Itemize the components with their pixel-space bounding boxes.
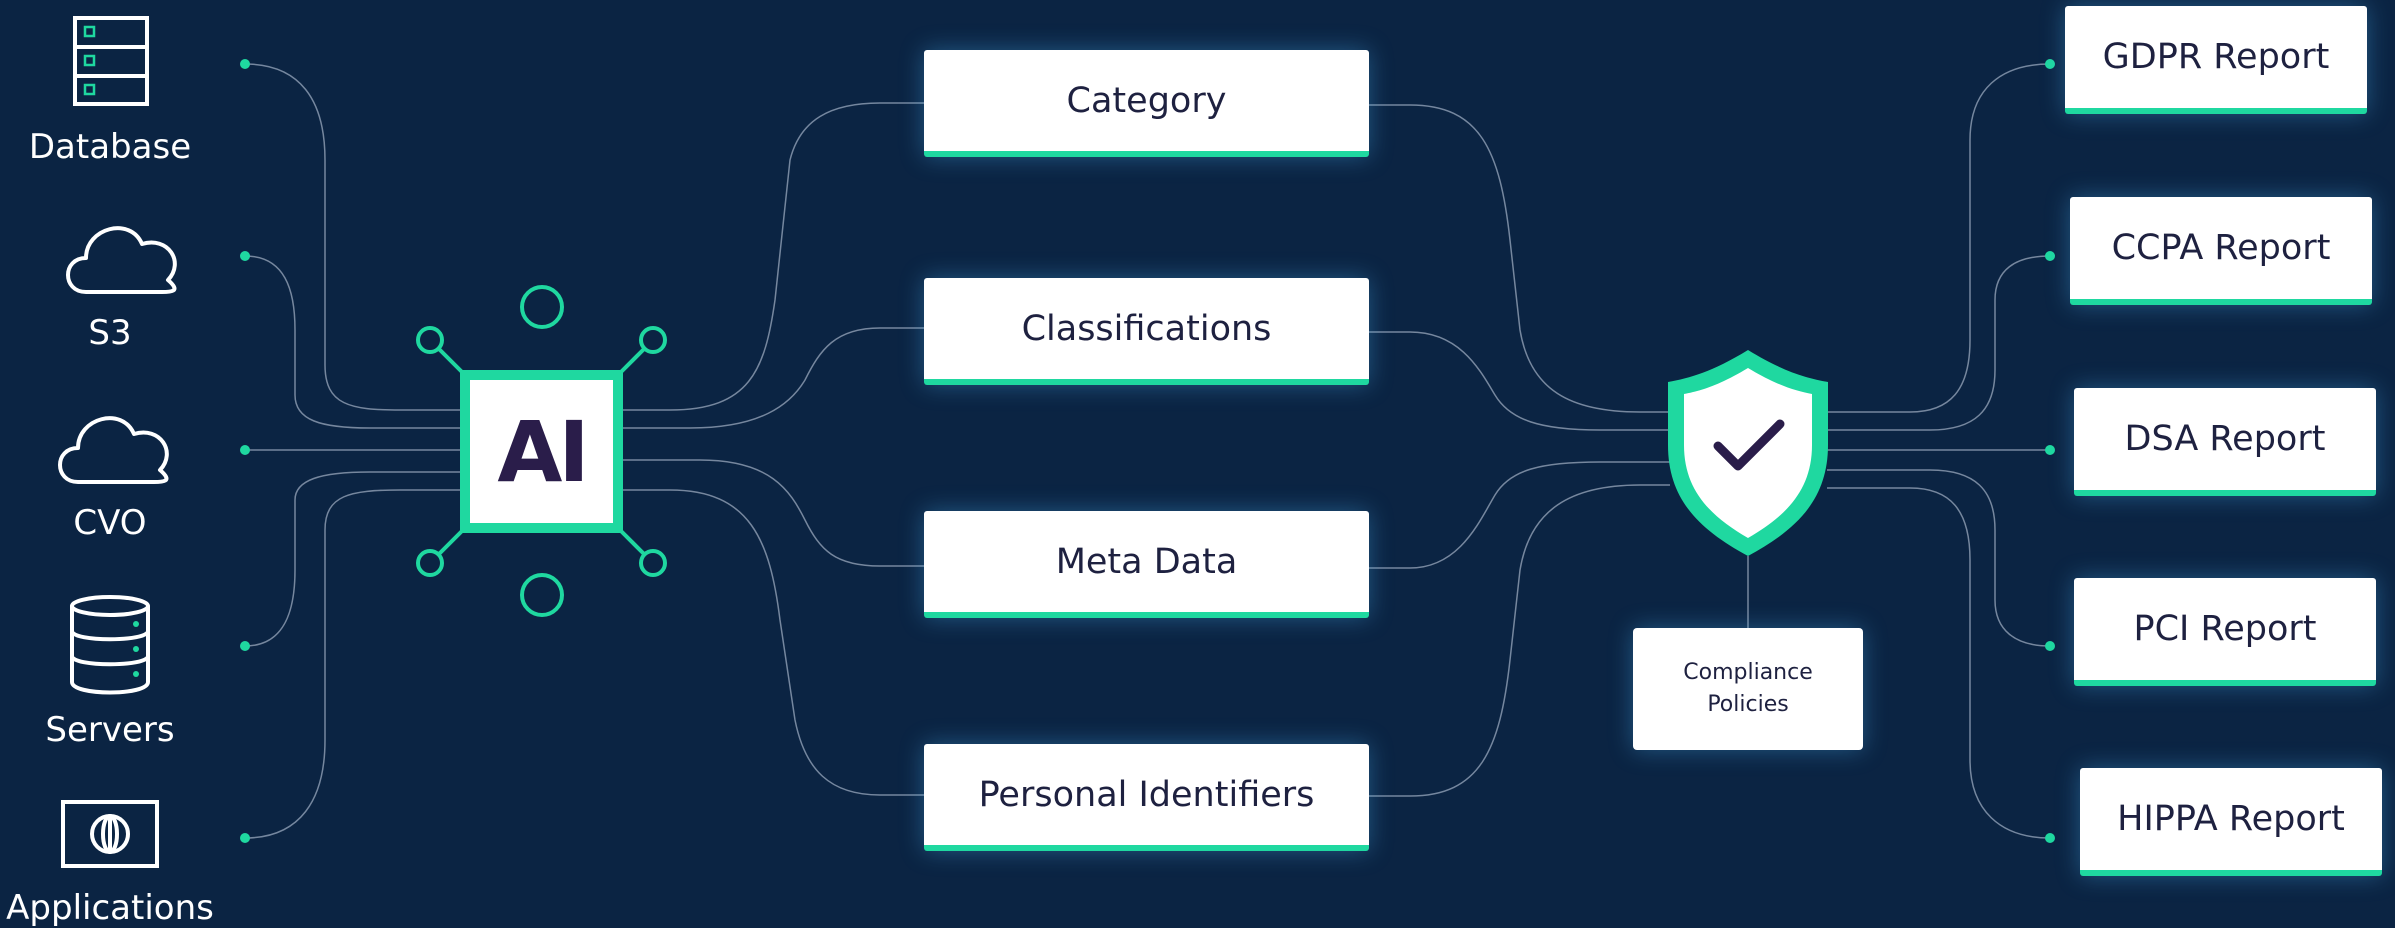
compliance-label-line1: Compliance: [1683, 660, 1813, 685]
output-card-meta-data: Meta Data: [924, 511, 1369, 618]
report-card-dsa: DSA Report: [2074, 388, 2376, 496]
application-icon: [61, 800, 159, 868]
connector-dots: [240, 59, 2055, 843]
source-label-servers: Servers: [45, 710, 175, 750]
output-card-personal-identifiers: Personal Identifiers: [924, 744, 1369, 851]
compliance-label-line2: Policies: [1707, 692, 1789, 717]
report-card-gdpr: GDPR Report: [2065, 6, 2367, 114]
ai-connectors: [623, 102, 924, 796]
cloud-icon: [66, 226, 177, 294]
source-connectors: [244, 63, 460, 839]
source-label-database: Database: [28, 127, 192, 167]
cloud-icon: [58, 416, 169, 484]
output-card-classifications: Classifications: [924, 278, 1369, 385]
output-card-category: Category: [924, 50, 1369, 157]
report-card-ccpa: CCPA Report: [2070, 197, 2372, 305]
database-icon: [73, 16, 149, 106]
compliance-policies-box: Compliance Policies: [1633, 628, 1863, 750]
source-label-cvo: CVO: [73, 503, 147, 543]
server-icon: [70, 595, 150, 695]
report-card-hippa: HIPPA Report: [2080, 768, 2382, 876]
report-connectors: [1827, 63, 2051, 839]
shield-check-icon: [1668, 350, 1828, 556]
report-card-pci: PCI Report: [2074, 578, 2376, 686]
source-label-s3: S3: [88, 313, 132, 353]
output-connectors: [1369, 104, 1670, 797]
source-label-applications: Applications: [6, 888, 214, 928]
ai-chip: AI: [460, 370, 623, 533]
